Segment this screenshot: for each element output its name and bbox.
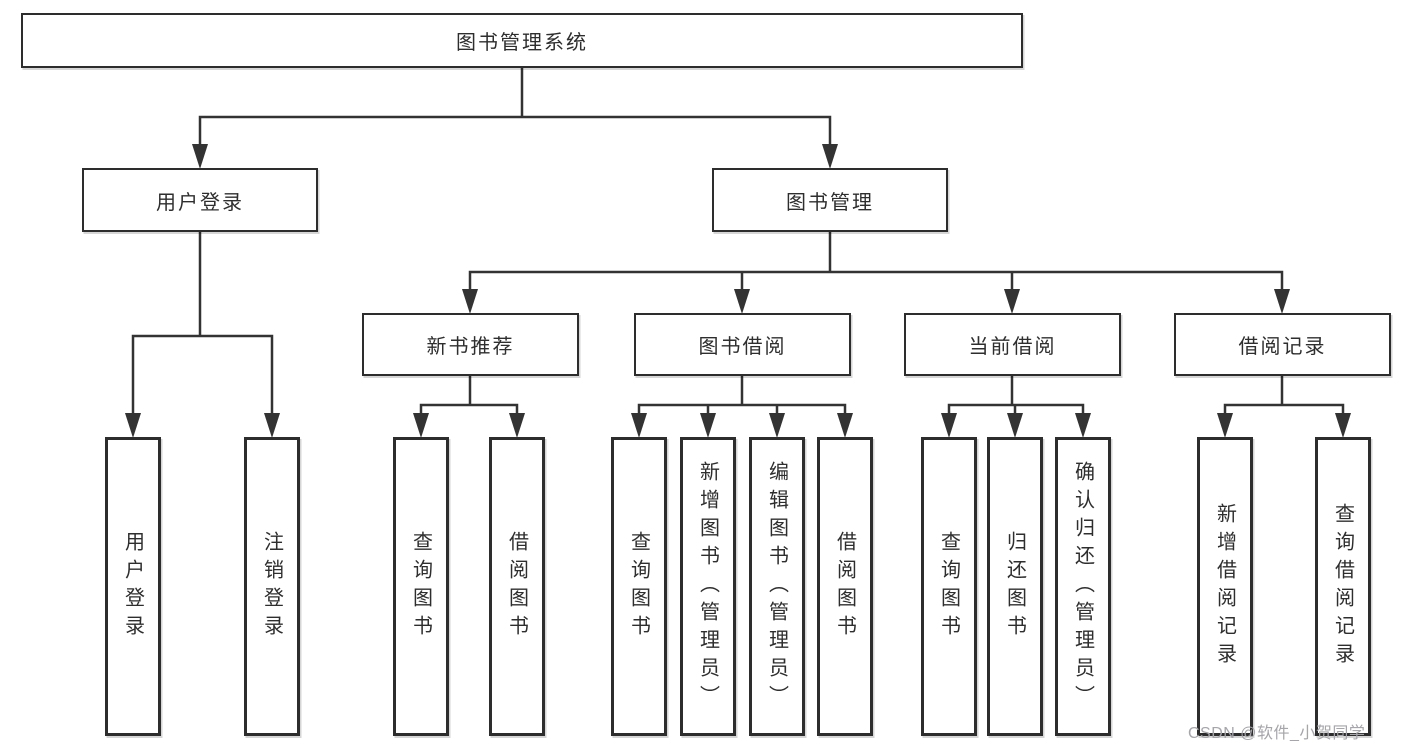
- node-new-book-recommendation: 新书推荐: [362, 313, 579, 376]
- arrowhead: [822, 144, 838, 169]
- node-borrowing-records: 借阅记录: [1174, 313, 1391, 376]
- leaf-edit-books-admin: 编辑图书（管理员）: [749, 437, 805, 736]
- arrowhead: [837, 413, 853, 438]
- arrowhead: [1274, 289, 1290, 314]
- arrowhead: [509, 413, 525, 438]
- arrowhead: [631, 413, 647, 438]
- arrowhead: [462, 289, 478, 314]
- arrowhead: [125, 413, 141, 438]
- leaf-query-borrow-record: 查询借阅记录: [1315, 437, 1371, 736]
- csdn-watermark: CSDN @软件_小贺同学: [1188, 725, 1366, 742]
- arrowhead: [264, 413, 280, 438]
- arrowhead: [1217, 413, 1233, 438]
- connector-borrow-records-to-leaves: [1223, 374, 1345, 419]
- leaf-logout: 注销登录: [244, 437, 300, 736]
- arrowhead: [192, 144, 208, 169]
- leaf-borrow-books: 借阅图书: [817, 437, 873, 736]
- arrowhead: [941, 413, 957, 438]
- leaf-add-books-admin: 新增图书（管理员）: [680, 437, 736, 736]
- leaf-user-login: 用户登录: [105, 437, 161, 736]
- connector-current-borrow-to-leaves: [947, 374, 1085, 419]
- leaf-query-books-recommend: 查询图书: [393, 437, 449, 736]
- leaf-query-books-borrow: 查询图书: [611, 437, 667, 736]
- arrowhead: [700, 413, 716, 438]
- node-book-borrowing: 图书借阅: [634, 313, 851, 376]
- arrowhead: [1075, 413, 1091, 438]
- node-book-management: 图书管理: [712, 168, 948, 232]
- leaf-return-books: 归还图书: [987, 437, 1043, 736]
- connector-book-borrow-to-leaves: [637, 374, 847, 419]
- node-current-borrowing: 当前借阅: [904, 313, 1121, 376]
- arrowhead: [1007, 413, 1023, 438]
- node-user-login: 用户登录: [82, 168, 318, 232]
- arrowhead: [734, 289, 750, 314]
- connector-user-login-to-leaves: [131, 230, 274, 419]
- connector-book-mgmt-to-level3: [468, 230, 1284, 295]
- connector-new-book-to-leaves: [419, 374, 519, 419]
- node-library-management-system: 图书管理系统: [21, 13, 1023, 68]
- leaf-add-borrow-record: 新增借阅记录: [1197, 437, 1253, 736]
- arrowhead: [1004, 289, 1020, 314]
- leaf-query-books-current: 查询图书: [921, 437, 977, 736]
- arrowhead: [413, 413, 429, 438]
- leaf-borrow-books-recommend: 借阅图书: [489, 437, 545, 736]
- connector-root-to-level2: [198, 66, 832, 150]
- arrowhead: [769, 413, 785, 438]
- leaf-confirm-return-admin: 确认归还（管理员）: [1055, 437, 1111, 736]
- arrowhead: [1335, 413, 1351, 438]
